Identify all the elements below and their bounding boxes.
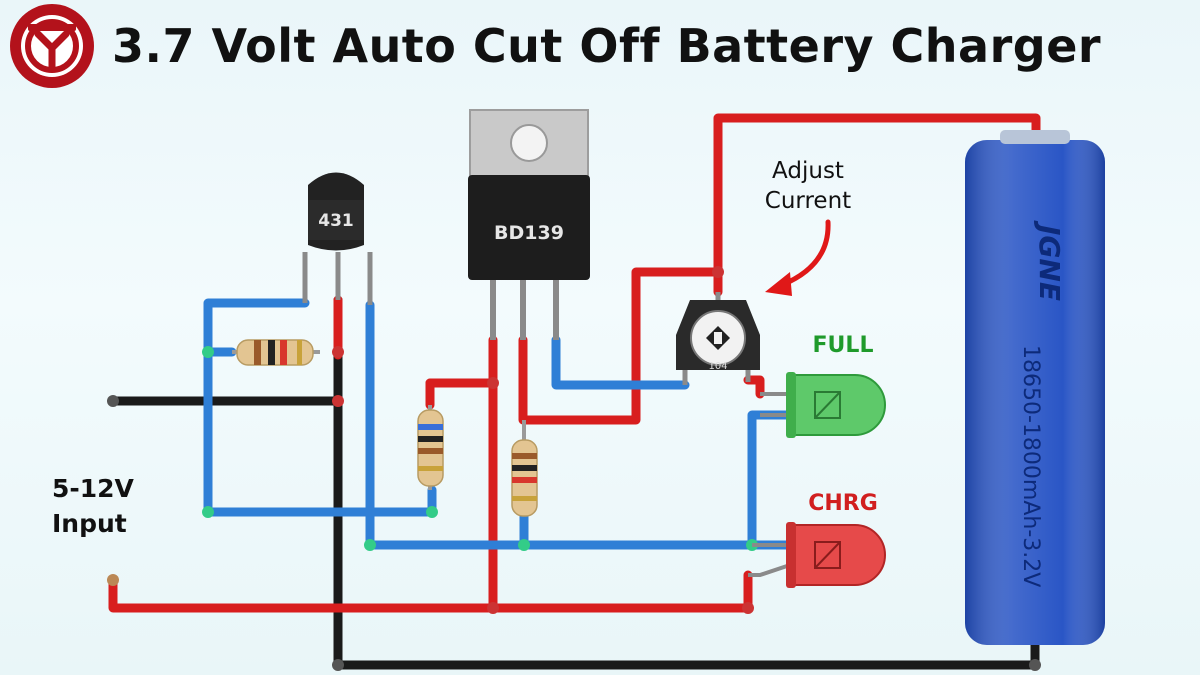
led-chrg: CHRG	[748, 491, 886, 588]
input-label-line2: Input	[52, 509, 127, 538]
led-full-label: FULL	[813, 333, 874, 358]
adjust-current-annotation: Adjust Current	[765, 158, 851, 296]
resistor-vertical-left	[417, 405, 444, 490]
regulator-label: BD139	[494, 222, 564, 244]
bd139-transistor: BD139	[468, 109, 590, 340]
junction-dots	[107, 266, 1041, 671]
transistor-label: 431	[318, 211, 354, 231]
led-chrg-label: CHRG	[808, 491, 878, 516]
channel-logo-icon	[10, 4, 94, 88]
battery-spec: 18650-1800mAh-3.2V	[1018, 345, 1043, 587]
resistor-horizontal	[232, 339, 320, 366]
adjust-label-line1: Adjust	[772, 158, 844, 184]
trimmer-potentiometer: 104	[676, 292, 760, 385]
battery-brand: JGNE	[1033, 220, 1066, 301]
arrow-icon	[779, 219, 831, 288]
input-label: 5-12V Input	[52, 474, 135, 538]
battery-18650: JGNE 18650-1800mAh-3.2V	[965, 130, 1105, 645]
tl431-transistor: 431	[302, 172, 373, 305]
trimmer-label: 104	[708, 361, 727, 372]
adjust-label-line2: Current	[765, 188, 851, 214]
input-label-line1: 5-12V	[52, 474, 135, 503]
page-title: 3.7 Volt Auto Cut Off Battery Charger	[112, 19, 1102, 73]
resistor-vertical-right	[511, 420, 538, 517]
led-full: FULL	[760, 333, 886, 438]
